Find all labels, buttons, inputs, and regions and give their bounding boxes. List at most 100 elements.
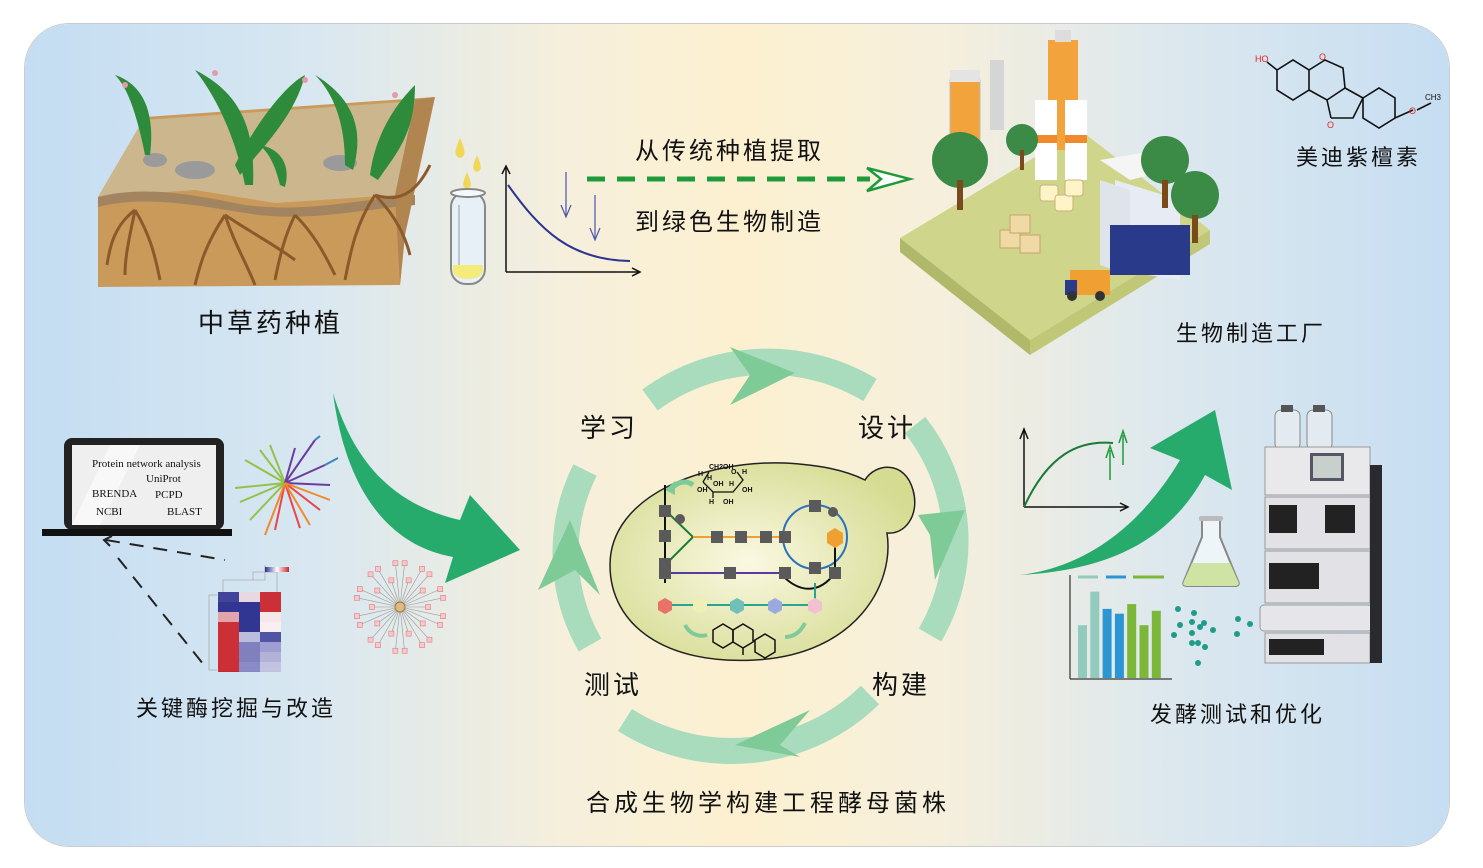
network-node (375, 566, 381, 572)
glucose-structure: CH2OH H H OH O H H OH OH H OH (697, 464, 753, 506)
network-edge (399, 606, 444, 617)
network-node (419, 642, 425, 648)
network-node (367, 571, 374, 578)
heatmap-cell (260, 622, 281, 632)
network-edge (370, 606, 401, 640)
heatmap-cell (239, 612, 260, 622)
heatmap-cell (239, 602, 260, 612)
network-node (388, 630, 395, 637)
heatmap-cell (260, 652, 281, 662)
scatter-dot (1171, 632, 1177, 638)
cycle-label-test: 测试 (584, 671, 643, 701)
sugar-oh1: OH (713, 481, 724, 488)
heatmap-cell (239, 592, 260, 602)
atom-o3: O (1409, 106, 1416, 116)
bar-6 (1139, 625, 1149, 678)
scatter-dot (1175, 606, 1181, 612)
heatmap-cell (218, 652, 239, 662)
laptop-icon (42, 438, 232, 536)
scatter-dot (1197, 624, 1203, 630)
laptop-db-pcpd: PCPD (155, 489, 183, 501)
scatter-dot (1234, 631, 1240, 637)
network-node (437, 586, 443, 592)
scatter-dot (1247, 621, 1253, 627)
network-node (375, 642, 381, 648)
bar-7 (1151, 610, 1161, 678)
scatter-dot (1189, 630, 1195, 636)
laptop-title: Protein network analysis (92, 458, 201, 470)
scatter-dot (1210, 627, 1216, 633)
network-node (388, 577, 395, 584)
network-node (369, 604, 375, 610)
network-edge (399, 606, 423, 646)
sugar-h5: H (709, 499, 714, 506)
sugar-oh2: OH (742, 487, 753, 494)
bar-2 (1090, 591, 1100, 678)
network-edge (399, 574, 430, 608)
heatmap-cell (218, 622, 239, 632)
phylogenetic-tree (234, 435, 339, 536)
network-edge (399, 568, 423, 608)
network-edge (399, 606, 430, 640)
network-node (405, 630, 412, 637)
label-transition-top: 从传统种植提取 (635, 137, 824, 165)
sugar-o: O (731, 469, 737, 476)
cycle-arrowhead-right (918, 510, 965, 580)
network-node (426, 636, 433, 643)
network-edge (399, 563, 405, 608)
green-arrow-to-cycle (333, 393, 520, 583)
cycle-label-build: 构建 (872, 671, 931, 701)
herb-soil-illustration (98, 70, 435, 287)
heatmap-cell (260, 662, 281, 672)
heatmap (208, 565, 289, 672)
heatmap-cell (218, 662, 239, 672)
network-edge (356, 597, 401, 608)
network-node (374, 587, 381, 594)
network-edge (395, 606, 401, 651)
heatmap-cell (218, 612, 239, 622)
network-node (425, 604, 431, 610)
sugar-oh3: OH (697, 487, 708, 494)
network-node (440, 595, 446, 601)
decline-curve (507, 184, 631, 262)
network-node (374, 620, 381, 627)
heatmap-cell (239, 652, 260, 662)
bar-1 (1078, 625, 1087, 678)
dbtl-cycle (538, 347, 969, 764)
scatter-dot (1189, 619, 1195, 625)
network-node (392, 560, 399, 567)
label-enzyme-mining: 关键酶挖掘与改造 (136, 697, 337, 722)
heatmap-cell (260, 642, 281, 652)
label-yeast-strain: 合成生物学构建工程酵母菌株 (586, 789, 950, 817)
network-edge (399, 597, 444, 608)
dashed-transition-arrow (587, 166, 915, 193)
sugar-ch2oh: CH2OH (709, 464, 734, 471)
bar-3 (1102, 608, 1112, 678)
heatmap-cell (239, 642, 260, 652)
network-node (367, 636, 374, 643)
scatter-dots (1171, 606, 1253, 666)
heatmap-cell (218, 592, 239, 602)
network-edge (359, 588, 401, 608)
sugar-h2: H (707, 475, 712, 482)
sugar-oh4: OH (723, 499, 734, 506)
scatter-dot (1235, 616, 1241, 622)
network-node (419, 620, 426, 627)
network-edge (370, 574, 401, 608)
laptop-db-uniprot: UniProt (146, 473, 181, 485)
laptop-db-brenda: BRENDA (92, 488, 138, 500)
scatter-dot (1202, 644, 1208, 650)
heatmap-cell (260, 592, 281, 602)
scatter-dot (1191, 610, 1197, 616)
atom-ch3: CH3 (1425, 93, 1442, 102)
network-node (437, 622, 443, 628)
heatmap-cell (218, 642, 239, 652)
atom-o2: O (1327, 120, 1334, 130)
cycle-arrowhead-bottom (735, 710, 810, 757)
network-node (405, 577, 412, 584)
network-node (354, 595, 360, 601)
cycle-arc-bottom (618, 685, 880, 764)
atom-o1: O (1319, 52, 1326, 62)
network-hub (394, 601, 406, 613)
heatmap-cell (260, 602, 281, 612)
